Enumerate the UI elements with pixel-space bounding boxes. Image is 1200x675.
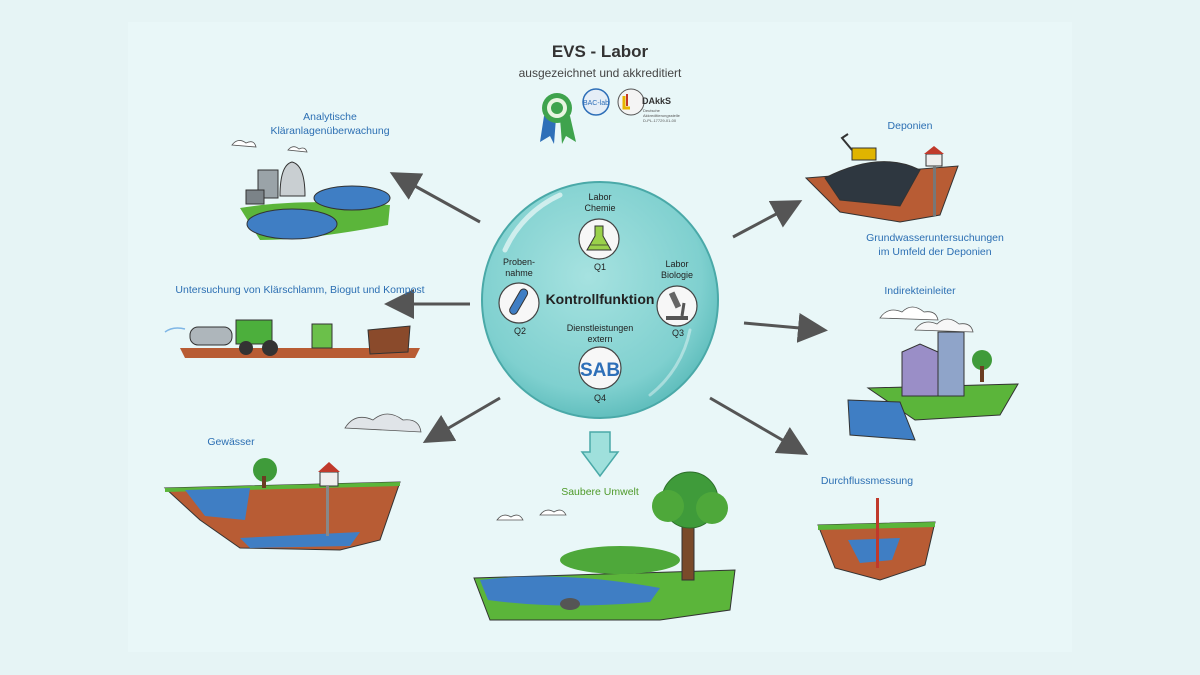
- arrow-saubere: [580, 431, 620, 478]
- dakks-logo: DAkkS Deutsche Akkreditierungsstelle D-P…: [617, 88, 681, 123]
- sab-badge: SAB: [578, 346, 622, 390]
- label-indirekt: Indirekteinleiter: [884, 285, 956, 297]
- flask-icon: [578, 218, 620, 260]
- page-title: EVS - Labor: [551, 42, 649, 61]
- arrow-analytische: [389, 172, 481, 224]
- arrow-indirekt: [743, 312, 828, 343]
- dakks-text: DAkkS: [642, 96, 671, 106]
- dakks-line1: Deutsche: [643, 108, 661, 113]
- label-gewaesser: Gewässer: [207, 436, 255, 448]
- page-subtitle: ausgezeichnet und akkreditiert: [518, 66, 682, 80]
- arrow-durchfluss: [709, 396, 809, 456]
- sab-text: SAB: [580, 360, 620, 381]
- factory-illustration: [847, 306, 1019, 441]
- baclab-text: BAC-lab: [583, 100, 609, 107]
- q1-code: Q1: [593, 262, 606, 272]
- label-analytische: Analytische Kläranlagenüberwachung: [270, 111, 390, 137]
- label-saubere: Saubere Umwelt: [561, 486, 639, 498]
- q3-code: Q3: [671, 328, 684, 338]
- landfill-illustration: [804, 133, 959, 223]
- dakks-line3: D-PL-17729-01-00: [643, 118, 677, 123]
- test-tube-icon: [498, 282, 540, 324]
- label-deponien: Deponien: [887, 120, 933, 132]
- q4-label: Dienstleistungen extern: [566, 323, 634, 344]
- flow-measurement-illustration: [817, 498, 936, 581]
- q1-label: Labor Chemie: [584, 192, 616, 213]
- control-bubble: [481, 181, 719, 419]
- q2-code: Q2: [513, 326, 526, 336]
- q2-label: Proben- nahme: [502, 257, 536, 278]
- arrow-gewaesser: [422, 396, 501, 444]
- rosette-icon: [540, 93, 576, 144]
- dakks-line2: Akkreditierungsstelle: [643, 113, 681, 118]
- arrows: [384, 172, 828, 478]
- sewage-plant-illustration: [231, 140, 391, 240]
- microscope-icon: [656, 285, 698, 327]
- q3-label: Labor Biologie: [660, 259, 694, 280]
- center-title: Kontrollfunktion: [545, 291, 655, 307]
- label-grundwasser: Grundwasseruntersuchungen im Umfeld der …: [866, 232, 1004, 258]
- q4-code: Q4: [593, 393, 606, 403]
- baclab-logo: BAC-lab: [582, 88, 610, 116]
- arrow-deponien: [732, 200, 803, 239]
- sludge-transport-illustration: [164, 319, 420, 358]
- certification-logos: BAC-lab DAkkS Deutsche Akkreditierungsst…: [540, 88, 681, 144]
- water-body-illustration: [163, 413, 422, 551]
- clean-environment-illustration: [473, 471, 736, 621]
- label-durchfluss: Durchflussmessung: [820, 475, 914, 487]
- label-klaerschlamm: Untersuchung von Klärschlamm, Biogut und…: [175, 284, 425, 296]
